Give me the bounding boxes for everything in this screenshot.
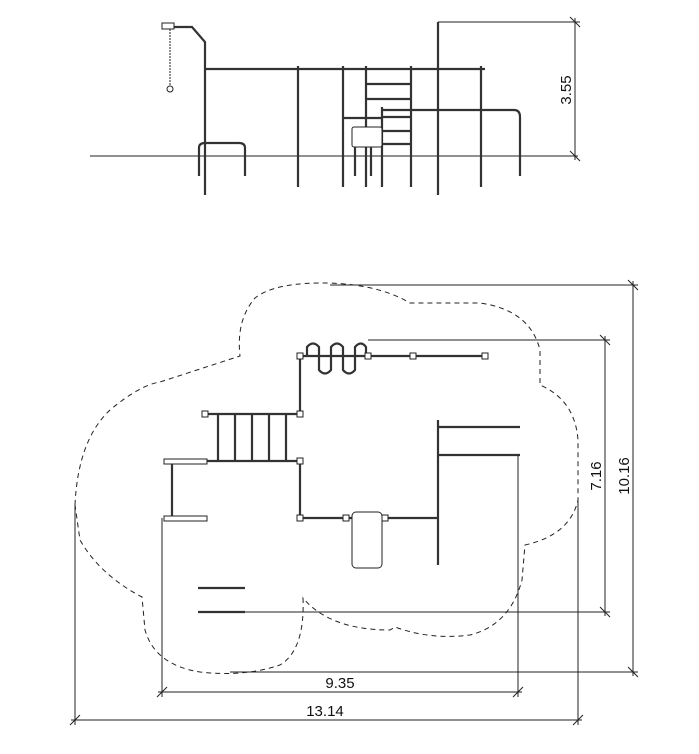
plan-dimensions: 9.35 13.14 7.16 10.16	[69, 279, 639, 726]
posts	[296, 22, 483, 195]
wavy-climber	[305, 342, 368, 375]
depth-outer-label: 10.16	[616, 457, 633, 495]
joints	[201, 352, 489, 522]
rope-bracket	[161, 22, 175, 30]
plan-view: 9.35 13.14 7.16 10.16	[69, 279, 639, 726]
chain-ring	[166, 85, 174, 93]
height-dim-label: 3.55	[558, 75, 575, 104]
bench	[197, 141, 247, 176]
safety-zone-outline	[74, 282, 579, 674]
ladder-plan	[216, 414, 288, 461]
seat-plan	[351, 511, 383, 569]
rope-post	[162, 25, 207, 195]
lower-bar	[382, 108, 522, 176]
height-dimension: 3.55	[438, 16, 581, 162]
elevation-view: 3.55	[90, 16, 581, 195]
width-inner-label: 9.35	[325, 675, 354, 692]
ladder-rungs	[366, 82, 411, 146]
seat-panel	[351, 126, 383, 148]
width-outer-label: 13.14	[306, 703, 344, 720]
depth-inner-label: 7.16	[588, 461, 605, 490]
